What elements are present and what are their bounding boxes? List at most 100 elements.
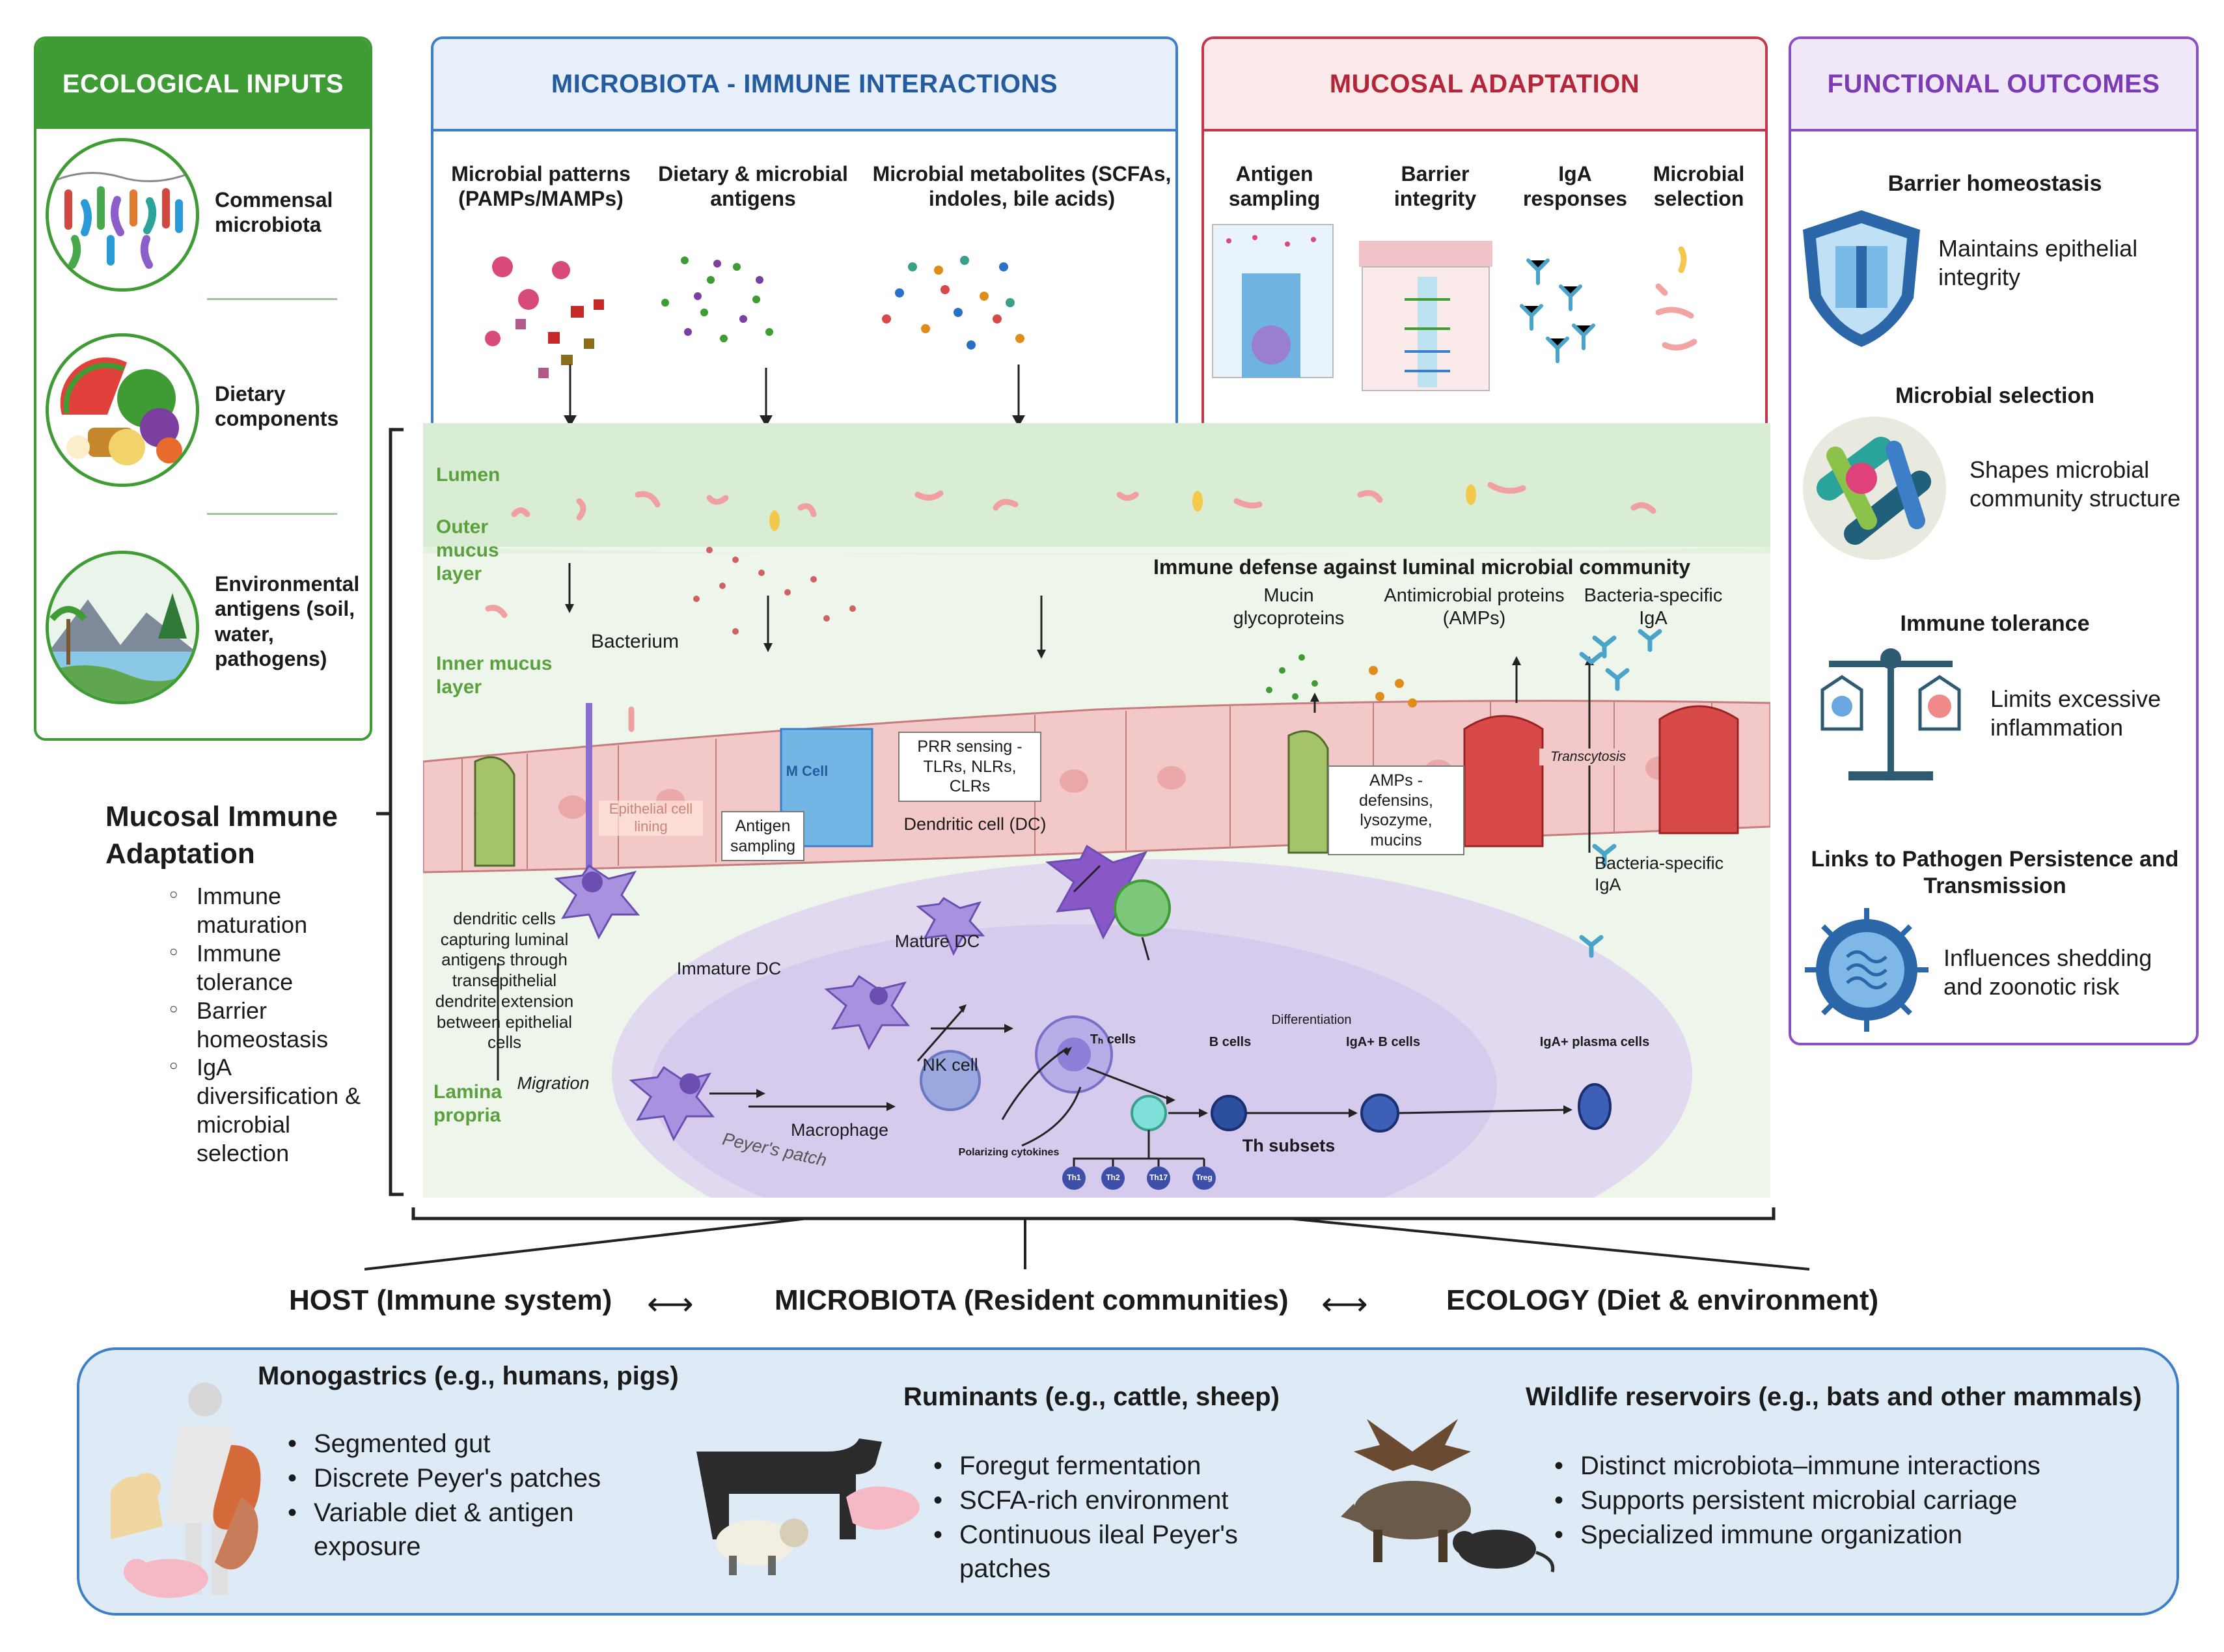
amps-label: Antimicrobial proteins (AMPs) [1384, 585, 1565, 629]
transcytosis-label: Transcytosis [1539, 749, 1637, 765]
iga-plasma-label: IgA+ plasma cells [1539, 1035, 1650, 1049]
monogastrics-list: Segmented gut Discrete Peyer's patches V… [280, 1427, 644, 1564]
balance-scale-icon [1820, 648, 1961, 780]
amps-box: AMPs - defensins, lysozyme, mucins [1328, 765, 1464, 855]
migration-label: Migration [517, 1073, 590, 1093]
dc-capture-label: dendritic cells capturing luminal antige… [435, 909, 574, 1053]
monogastrics-bullet: Variable diet & antigen exposure [280, 1496, 644, 1565]
wildlife-bullet: Distinct microbiota–immune interactions [1546, 1449, 2158, 1483]
ruminants-list: Foregut fermentation SCFA-rich environme… [926, 1449, 1316, 1586]
b-cells-label: B cells [1209, 1035, 1252, 1049]
th-subset-label: Treg [1196, 1173, 1213, 1182]
microbial-selection-title: Microbial selection [1895, 383, 2095, 408]
monogastric-animals-icon [111, 1383, 261, 1598]
wildlife-bullet: Specialized immune organization [1546, 1518, 2158, 1552]
environmental-label: Environmental antigens (soil, water, pat… [215, 572, 360, 671]
mucosal-adaptation-graphic [1212, 224, 1697, 391]
adaptation-item: Immune maturation [163, 882, 378, 939]
monogastrics-bullet: Segmented gut [280, 1427, 644, 1461]
mucosal-header: MUCOSAL ADAPTATION [1204, 39, 1765, 131]
adaptation-item: IgA diversification & microbial selectio… [163, 1053, 378, 1168]
axis-bracket [364, 1207, 1810, 1271]
prr-sensing-box: PRR sensing - TLRs, NLRs, CLRs [898, 732, 1041, 802]
adaptation-item: Barrier homeostasis [163, 997, 378, 1054]
barrier-integrity-label: Barrier integrity [1393, 162, 1477, 211]
outer-mucus-label: Outer mucus layer [436, 516, 499, 585]
bacteria-icon [46, 138, 199, 292]
microbes-icon [1803, 417, 1946, 560]
ruminants-title: Ruminants (e.g., cattle, sheep) [903, 1383, 1280, 1411]
landscape-icon [46, 551, 199, 704]
wildlife-title: Wildlife reservoirs (e.g., bats and othe… [1526, 1383, 2142, 1411]
mucin-label: Mucin glycoproteins [1233, 585, 1345, 629]
wildlife-list: Distinct microbiota–immune interactions … [1546, 1449, 2158, 1552]
adaptation-bracket [376, 428, 404, 1196]
lamina-propria-label: Lamina propria [433, 1081, 502, 1126]
immune-tolerance-title: Immune tolerance [1900, 611, 2090, 636]
ruminants-bullet: Foregut fermentation [926, 1449, 1316, 1483]
polarizing-label: Polarizing cytokines [958, 1147, 1060, 1158]
divider [207, 513, 337, 515]
food-icon [46, 333, 199, 487]
antigen-sampling-box: Antigen sampling [721, 811, 804, 861]
pathogen-persistence-title: Links to Pathogen Persistence and Transm… [1811, 847, 2179, 898]
pamps-label: Microbial patterns (PAMPs/MAMPs) [451, 162, 631, 211]
monogastrics-title: Monogastrics (e.g., humans, pigs) [258, 1362, 679, 1390]
wildlife-bullet: Supports persistent microbial carriage [1546, 1483, 2158, 1518]
microbial-selection-desc: Shapes microbial community structure [1970, 456, 2181, 512]
microbial-selection-col-label: Microbial selection [1653, 162, 1745, 211]
ecological-inputs-header: ECOLOGICAL INPUTS [36, 39, 370, 129]
microbiota-label: MICROBIOTA (Resident communities) [775, 1284, 1289, 1316]
gut-diagram: Lumen Outer mucus layer Inner mucus laye… [423, 423, 1770, 1198]
immune-defense-label: Immune defense against luminal microbial… [1153, 555, 1691, 579]
shield-icon [1803, 210, 1920, 347]
metabolites-label: Microbial metabolites (SCFAs, indoles, b… [872, 162, 1172, 211]
divider [207, 298, 337, 300]
immune-tolerance-desc: Limits excessive inflammation [1990, 685, 2162, 741]
immature-dc-label: Immature DC [676, 959, 782, 978]
microbial-particles-graphic [485, 256, 1025, 427]
double-arrow-icon: ⟷ [1321, 1286, 1368, 1322]
inner-mucus-label: Inner mucus layer [436, 653, 553, 698]
barrier-homeostasis-desc: Maintains epithelial integrity [1938, 235, 2138, 290]
microbiota-panel: MICROBIOTA - IMMUNE INTERACTIONS [431, 36, 1178, 427]
bacteria-iga-mid-label: Bacteria-specific IgA [1595, 853, 1724, 894]
bacteria-iga-top-label: Bacteria-specific IgA [1584, 585, 1723, 629]
wildlife-animals-icon [1341, 1419, 1555, 1573]
pathogen-persistence-desc: Influences shedding and zoonotic risk [1943, 944, 2152, 1000]
epithelial-lining-label: Epithelial cell lining [599, 801, 703, 836]
host-label: HOST (Immune system) [289, 1284, 612, 1316]
mature-dc-label: Mature DC [894, 931, 980, 951]
monogastrics-bullet: Discrete Peyer's patches [280, 1461, 644, 1496]
double-arrow-icon: ⟷ [647, 1286, 694, 1322]
adaptation-list: Immune maturation Immune tolerance Barri… [163, 882, 378, 1168]
th-subsets-label: Th subsets [1242, 1136, 1336, 1155]
th-subset-label: Th2 [1106, 1173, 1120, 1182]
dietary-antigens-label: Dietary & microbial antigens [658, 162, 848, 211]
lumen-label: Lumen [436, 464, 501, 486]
nk-cell-label: NK cell [922, 1055, 978, 1075]
th-subset-label: Th17 [1149, 1173, 1168, 1182]
commensal-label: Commensal microbiota [215, 188, 333, 237]
ruminant-animals-icon [696, 1439, 920, 1575]
macrophage-label: Macrophage [790, 1120, 889, 1140]
iga-responses-label: IgA responses [1522, 162, 1628, 211]
ruminants-bullet: Continuous ileal Peyer's patches [926, 1518, 1316, 1587]
ecology-label: ECOLOGY (Diet & environment) [1446, 1284, 1879, 1316]
ruminants-bullet: SCFA-rich environment [926, 1483, 1316, 1518]
outcomes-header: FUNCTIONAL OUTCOMES [1791, 39, 2196, 131]
antigen-sampling-label: Antigen sampling [1228, 162, 1321, 211]
adaptation-item: Immune tolerance [163, 939, 378, 997]
dendritic-cell-label: Dendritic cell (DC) [903, 814, 1047, 834]
bacterium-label: Bacterium [591, 631, 680, 652]
adaptation-title: Mucosal Immune Adaptation [105, 801, 338, 870]
dietary-label: Dietary components [215, 382, 339, 431]
virus-icon [1805, 908, 1929, 1032]
th-cells-label: Tₕ cells [1090, 1032, 1136, 1047]
m-cell-label: M Cell [786, 763, 829, 779]
microbiota-header: MICROBIOTA - IMMUNE INTERACTIONS [433, 39, 1175, 131]
iga-b-cells-label: IgA+ B cells [1346, 1035, 1420, 1049]
th-subset-label: Th1 [1067, 1173, 1081, 1182]
barrier-homeostasis-title: Barrier homeostasis [1888, 171, 2102, 196]
differentiation-label: Differentiation [1271, 1013, 1352, 1027]
